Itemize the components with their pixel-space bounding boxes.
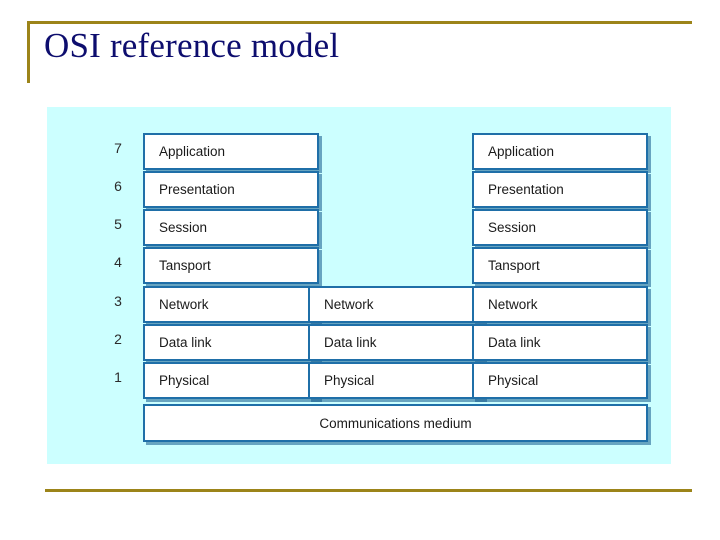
layer-number-3: 3 [114, 293, 122, 309]
middle-layer-network-label: Network [324, 297, 374, 312]
layer-number-7: 7 [114, 140, 122, 156]
middle-layer-network[interactable]: Network [308, 286, 484, 323]
right-layer-application[interactable]: Application [472, 133, 648, 170]
middle-layer-physical[interactable]: Physical [308, 362, 484, 399]
right-layer-datalink-label: Data link [488, 335, 541, 350]
left-layer-network-label: Network [159, 297, 209, 312]
left-layer-datalink-label: Data link [159, 335, 212, 350]
right-layer-physical-label: Physical [488, 373, 539, 388]
left-layer-application[interactable]: Application [143, 133, 319, 170]
communications-medium-label: Communications medium [319, 415, 472, 431]
page-title: OSI reference model [44, 26, 340, 65]
middle-layer-physical-label: Physical [324, 373, 375, 388]
right-layer-transport-label: Tansport [488, 258, 540, 273]
middle-layer-datalink-label: Data link [324, 335, 377, 350]
layer-number-6: 6 [114, 178, 122, 194]
right-layer-network[interactable]: Network [472, 286, 648, 323]
left-layer-presentation[interactable]: Presentation [143, 171, 319, 208]
left-layer-session[interactable]: Session [143, 209, 319, 246]
right-layer-presentation[interactable]: Presentation [472, 171, 648, 208]
right-layer-datalink[interactable]: Data link [472, 324, 648, 361]
right-layer-session-label: Session [488, 220, 537, 235]
left-layer-physical-label: Physical [159, 373, 210, 388]
right-layer-application-label: Application [488, 144, 555, 159]
left-layer-datalink[interactable]: Data link [143, 324, 319, 361]
right-layer-session[interactable]: Session [472, 209, 648, 246]
communications-medium-bar[interactable]: Communications medium [143, 404, 648, 442]
left-layer-application-label: Application [159, 144, 226, 159]
footer-rule [45, 489, 692, 492]
layer-number-2: 2 [114, 331, 122, 347]
left-layer-transport[interactable]: Tansport [143, 247, 319, 284]
title-rule-top [27, 21, 692, 24]
osi-diagram: 7 6 5 4 3 2 1 Application Presentation S… [47, 107, 671, 464]
left-layer-transport-label: Tansport [159, 258, 211, 273]
left-layer-session-label: Session [159, 220, 208, 235]
right-layer-presentation-label: Presentation [488, 182, 564, 197]
layer-number-1: 1 [114, 369, 122, 385]
left-layer-presentation-label: Presentation [159, 182, 235, 197]
right-layer-transport[interactable]: Tansport [472, 247, 648, 284]
layer-number-4: 4 [114, 254, 122, 270]
right-layer-network-label: Network [488, 297, 538, 312]
title-rule-left [27, 21, 30, 83]
left-layer-network[interactable]: Network [143, 286, 319, 323]
left-layer-physical[interactable]: Physical [143, 362, 319, 399]
layer-number-5: 5 [114, 216, 122, 232]
right-layer-physical[interactable]: Physical [472, 362, 648, 399]
middle-layer-datalink[interactable]: Data link [308, 324, 484, 361]
